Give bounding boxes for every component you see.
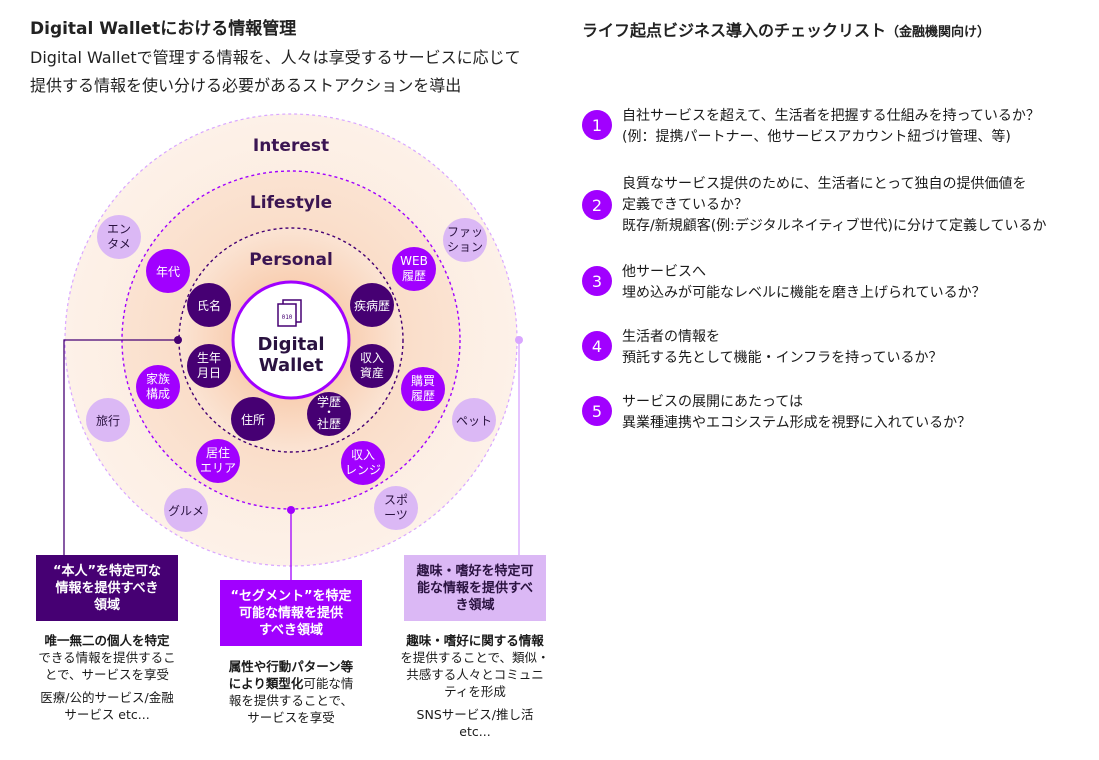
personal-bubble-birthday: 生年 月日: [187, 344, 231, 388]
interest-bubble-travel: 旅行: [86, 398, 130, 442]
left-subtitle-line2: 提供する情報を使い分ける必要があるストアクションを導出: [30, 76, 462, 95]
interest-bubble-entertainment: エン タメ: [97, 215, 141, 259]
svg-text:社歴: 社歴: [317, 416, 341, 431]
svg-text:年代: 年代: [156, 265, 180, 279]
svg-text:生年: 生年: [197, 351, 221, 365]
lifestyle-bubble-income-range: 収入 レンジ: [341, 441, 385, 485]
digital-wallet-core: [231, 280, 351, 400]
svg-text:レンジ: レンジ: [345, 463, 381, 477]
svg-text:ション: ション: [447, 240, 483, 254]
desc-segment: 属性や行動パターン等 により類型化可能な情 報を提供することで、 サービスを享受: [228, 659, 354, 725]
checklist-number-5: 5: [582, 396, 612, 426]
svg-text:収入: 収入: [351, 448, 375, 462]
desc-interest: 趣味・嗜好に関する情報 を提供することで、類似・ 共感する人々とコミュニ ティを…: [400, 633, 550, 739]
checklist-number-3: 3: [582, 266, 612, 296]
box-segment: “セグメント”を特定 可能な情報を提供 すべき領域: [220, 580, 362, 646]
personal-label: Personal: [249, 250, 333, 270]
checklist-item-1: 1 自社サービスを超えて、生活者を把握する仕組みを持っているか？ (例：提携パー…: [582, 106, 1082, 148]
personal-bubble-income-assets: 収入 資産: [350, 344, 394, 388]
lifestyle-bubble-area: 居住 エリア: [196, 439, 240, 483]
checklist-title: ライフ起点ビジネス導入のチェックリスト（金融機関向け）: [582, 21, 991, 40]
svg-text:010: 010: [282, 314, 293, 321]
box-personal-identity: “本人”を特定可な 情報を提供すべき 領域: [36, 555, 178, 621]
lifestyle-bubble-family: 家族 構成: [136, 365, 180, 409]
svg-text:居住: 居住: [206, 446, 230, 460]
personal-bubble-education-career: 学歴 ・ 社歴: [307, 392, 351, 436]
lifestyle-bubble-age: 年代: [146, 249, 190, 293]
left-title: Digital Walletにおける情報管理: [30, 19, 297, 39]
svg-text:収入: 収入: [360, 351, 384, 365]
lifestyle-bubble-web-history: WEB 履歴: [392, 247, 436, 291]
svg-text:WEB: WEB: [400, 254, 428, 268]
wallet-icon: 010: [277, 299, 302, 327]
checklist-item-2: 2 良質なサービス提供のために、生活者にとって独自の提供価値を 定義できているか…: [582, 174, 1082, 237]
checklist-number-4: 4: [582, 331, 612, 361]
lifestyle-label: Lifestyle: [250, 193, 332, 213]
connector-lifestyle: [287, 506, 295, 580]
checklist-item-5: 5 サービスの展開にあたっては 異業種連携やエコシステム形成を視野に入れているか…: [582, 392, 1082, 434]
svg-text:氏名: 氏名: [197, 298, 221, 313]
svg-text:グルメ: グルメ: [168, 504, 204, 518]
interest-bubble-gourmet: グルメ: [164, 488, 208, 532]
checklist-number-2: 2: [582, 190, 612, 220]
svg-text:月日: 月日: [197, 366, 221, 380]
svg-text:タメ: タメ: [107, 237, 131, 251]
svg-text:履歴: 履歴: [411, 389, 435, 403]
svg-text:構成: 構成: [146, 387, 170, 401]
svg-text:住所: 住所: [241, 413, 265, 427]
svg-text:ファッ: ファッ: [447, 225, 483, 239]
personal-bubble-address: 住所: [231, 397, 275, 441]
svg-text:履歴: 履歴: [402, 269, 426, 283]
svg-text:疾病歴: 疾病歴: [354, 298, 390, 313]
center-line2: Wallet: [259, 355, 324, 376]
personal-bubble-shippei: 疾病歴: [350, 283, 394, 327]
interest-bubble-pet: ペット: [452, 398, 496, 442]
checklist-item-3: 3 他サービスへ 埋め込みが可能なレベルに機能を磨き上げられているか？: [582, 262, 1082, 304]
checklist-number-1: 1: [582, 110, 612, 140]
checklist-title-note: （金融機関向け）: [886, 25, 991, 40]
svg-text:ーツ: ーツ: [384, 508, 408, 522]
checklist-item-4: 4 生活者の情報を 預託する先として機能・インフラを持っているか？: [582, 327, 1082, 369]
svg-text:家族: 家族: [146, 371, 170, 386]
box-interest: 趣味・嗜好を特定可 能な情報を提供すべ き領域: [404, 555, 546, 621]
svg-text:ペット: ペット: [456, 414, 492, 428]
svg-text:スポ: スポ: [384, 493, 408, 507]
interest-label: Interest: [253, 136, 329, 156]
svg-text:旅行: 旅行: [96, 414, 120, 428]
svg-text:購買: 購買: [411, 374, 435, 388]
connector-interest: [515, 336, 523, 555]
svg-text:学歴: 学歴: [317, 394, 341, 409]
svg-text:・: ・: [323, 405, 335, 419]
lifestyle-bubble-purchase: 購買 履歴: [401, 367, 445, 411]
left-subtitle-line1: Digital Walletで管理する情報を、人々は享受するサービスに応じて: [30, 48, 521, 67]
desc-personal-identity: 唯一無二の個人を特定 できる情報を提供するこ とで、サービスを享受 医療/公的サ…: [38, 633, 176, 722]
personal-bubble-shimei: 氏名: [187, 283, 231, 327]
interest-bubble-fashion: ファッ ション: [443, 218, 487, 262]
connector-personal: [63, 336, 182, 555]
svg-text:エリア: エリア: [200, 461, 236, 475]
interest-bubble-sports: スポ ーツ: [374, 486, 418, 530]
svg-text:資産: 資産: [360, 365, 384, 380]
svg-text:エン: エン: [107, 222, 131, 236]
center-line1: Digital: [257, 334, 324, 355]
